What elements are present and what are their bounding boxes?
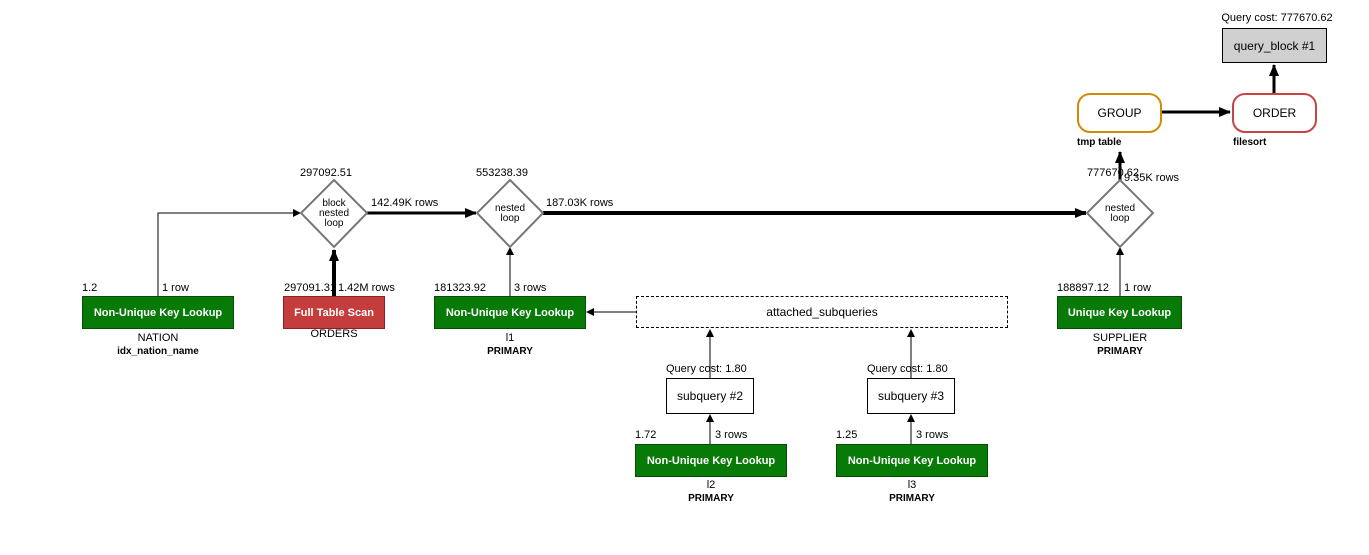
order-node[interactable]: ORDER — [1232, 93, 1317, 133]
table-key: idx_nation_name — [117, 346, 199, 357]
table-name: l2 — [706, 479, 716, 491]
join-rows-out: 9.35K rows — [1124, 172, 1180, 184]
access-node-orders[interactable]: Full Table Scan — [283, 296, 385, 329]
table-cost: 181323.92 — [434, 282, 486, 294]
join-label: block nested loop — [318, 198, 350, 229]
table-name: NATION — [137, 332, 179, 344]
table-key: PRIMARY — [889, 493, 935, 504]
query-block-node[interactable]: query_block #1 — [1222, 28, 1327, 63]
table-key: PRIMARY — [688, 493, 734, 504]
join-cost: 297092.51 — [300, 167, 352, 179]
subquery-node-2[interactable]: subquery #2 — [666, 378, 754, 414]
table-rows: 3 rows — [514, 282, 547, 294]
group-node[interactable]: GROUP — [1077, 93, 1162, 133]
access-node-supplier[interactable]: Unique Key Lookup — [1057, 296, 1182, 329]
attached-subqueries-node[interactable]: attached_subqueries — [636, 296, 1008, 328]
access-node-l2[interactable]: Non-Unique Key Lookup — [635, 444, 787, 477]
subquery-cost-label: Query cost: 1.80 — [867, 363, 948, 375]
join-label: nested loop — [494, 203, 526, 224]
table-rows: 3 rows — [916, 429, 949, 441]
table-key: PRIMARY — [1097, 346, 1143, 357]
edge-nation-bnl — [157, 209, 301, 296]
table-name: SUPPLIER — [1092, 332, 1148, 344]
table-cost: 1.2 — [82, 282, 98, 294]
table-rows: 1 row — [1124, 282, 1151, 294]
subquery-node-3[interactable]: subquery #3 — [867, 378, 955, 414]
table-key: PRIMARY — [487, 346, 533, 357]
join-diamond-nl1[interactable] — [475, 178, 545, 249]
table-name: ORDERS — [310, 328, 358, 340]
join-cost: 553238.39 — [476, 167, 528, 179]
order-sub-label: filesort — [1233, 137, 1267, 148]
join-rows-out: 187.03K rows — [546, 197, 614, 209]
table-cost: 297091.31 — [284, 282, 336, 294]
access-node-l3[interactable]: Non-Unique Key Lookup — [836, 444, 988, 477]
join-label: nested loop — [1104, 203, 1136, 224]
join-diamond-bnl[interactable] — [299, 178, 369, 249]
table-name: l1 — [505, 332, 515, 344]
table-rows: 1.42M rows — [338, 282, 395, 294]
join-cost: 777670.62 — [1087, 167, 1139, 179]
access-node-nation[interactable]: Non-Unique Key Lookup — [82, 296, 234, 329]
table-cost: 1.72 — [635, 429, 657, 441]
table-rows: 3 rows — [715, 429, 748, 441]
group-sub-label: tmp table — [1077, 137, 1122, 148]
table-rows: 1 row — [162, 282, 189, 294]
subquery-cost-label: Query cost: 1.80 — [666, 363, 747, 375]
query-cost-label: Query cost: 777670.62 — [1221, 12, 1333, 24]
table-cost: 188897.12 — [1057, 282, 1109, 294]
join-rows-out: 142.49K rows — [371, 197, 439, 209]
join-diamond-nl2[interactable] — [1085, 178, 1155, 249]
access-node-l1[interactable]: Non-Unique Key Lookup — [434, 296, 586, 329]
table-cost: 1.25 — [836, 429, 858, 441]
table-name: l3 — [907, 479, 917, 491]
